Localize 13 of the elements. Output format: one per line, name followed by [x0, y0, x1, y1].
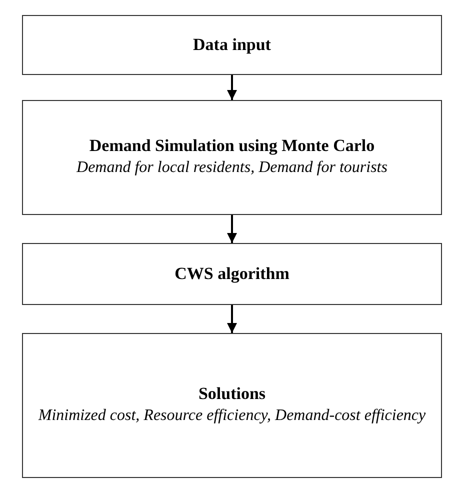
step-description: Minimized cost, Resource efficiency, Demand-cost efficiency — [38, 406, 426, 426]
arrow — [227, 215, 237, 243]
step-title: Solutions — [198, 384, 266, 404]
process-box — [22, 100, 442, 215]
arrow — [227, 305, 237, 333]
process-box — [22, 333, 442, 478]
step-description: Demand for local residents, Demand for tourists — [76, 158, 388, 178]
arrow — [227, 75, 237, 100]
process-box — [22, 243, 442, 305]
process-box — [22, 15, 442, 75]
step-title: CWS algorithm — [174, 264, 290, 284]
step-title: Data input — [193, 35, 271, 55]
step-title: Demand Simulation using Monte Carlo — [89, 136, 375, 156]
